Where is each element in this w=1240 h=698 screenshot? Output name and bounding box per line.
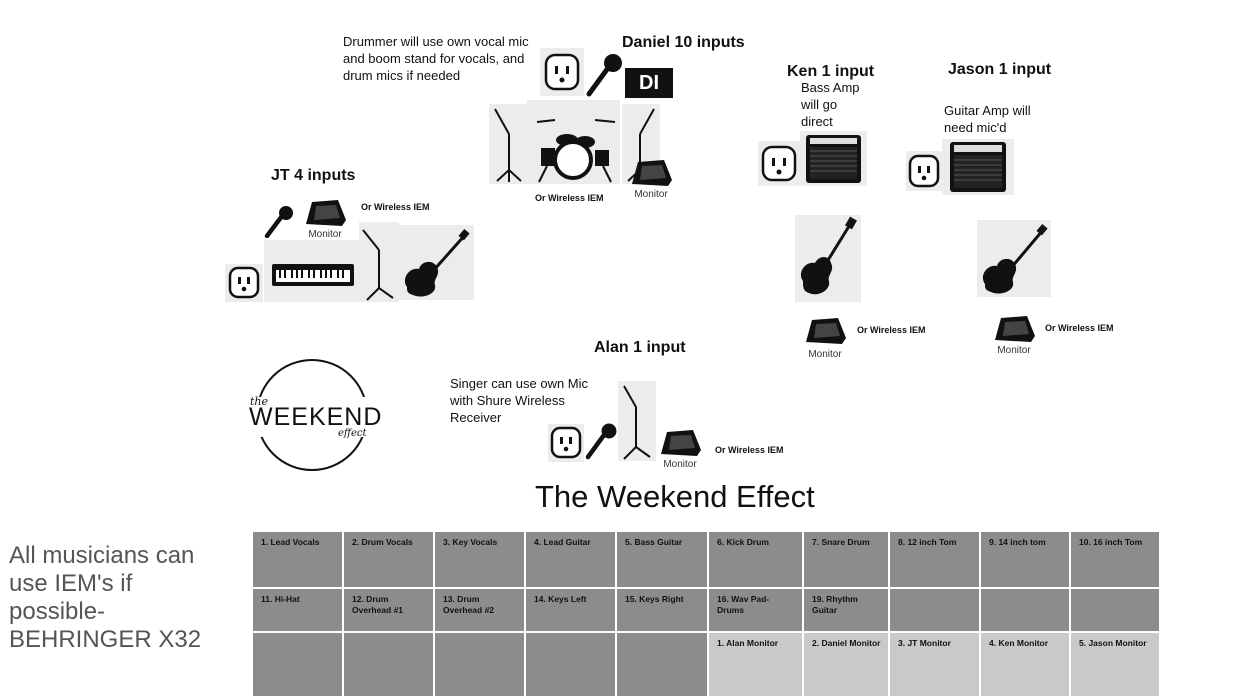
microphone-icon	[584, 52, 624, 97]
mic-stand-icon	[359, 222, 399, 302]
daniel-note: Drummer will use own vocal mic and boom …	[343, 34, 529, 83]
input-channel-cell	[1071, 589, 1161, 633]
monitor-label: Monitor	[808, 349, 842, 360]
bass-guitar-icon	[795, 215, 861, 302]
input-channel-cell: 2. Drum Vocals	[344, 532, 435, 589]
alan-title: Alan 1 input	[594, 339, 686, 356]
ken-iem-note: Or Wireless IEM	[857, 325, 926, 335]
jason-note: Guitar Amp will need mic'd	[944, 103, 1031, 135]
jt-title: JT 4 inputs	[271, 167, 356, 184]
logo-main-text: WEEKEND	[249, 403, 383, 431]
bass-amp-icon	[800, 131, 867, 186]
input-channel-cell: 12. Drum Overhead #1	[344, 589, 435, 633]
input-channel-cell: 7. Snare Drum	[804, 532, 890, 589]
outlet-icon	[540, 48, 584, 96]
side-note: All musicians can use IEM's if possible-…	[9, 542, 202, 653]
logo-top-text: the	[250, 395, 269, 408]
wedge-monitor-icon: Monitor	[302, 198, 348, 240]
input-channel-cell: 3. Key Vocals	[435, 532, 526, 589]
di-box-icon: DI	[625, 68, 673, 98]
input-channel-cell: 14. Keys Left	[526, 589, 617, 633]
monitor-label: Monitor	[634, 189, 668, 200]
input-channel-cell: 13. Drum Overhead #2	[435, 589, 526, 633]
outlet-icon	[225, 264, 263, 302]
electric-guitar-icon	[977, 220, 1051, 297]
logo-sub-text: effect	[338, 428, 367, 439]
monitor-label: Monitor	[997, 345, 1031, 356]
jason-iem-note: Or Wireless IEM	[1045, 323, 1114, 333]
outlet-icon	[548, 424, 584, 462]
input-channel-cell: 6. Kick Drum	[709, 532, 804, 589]
input-channel-cell: 8. 12 inch Tom	[890, 532, 981, 589]
empty-cell	[344, 633, 435, 698]
input-channel-cell: 1. Lead Vocals	[253, 532, 344, 589]
band-title: The Weekend Effect	[535, 479, 815, 514]
keyboard-icon	[264, 240, 359, 302]
input-channel-cell: 9. 14 inch tom	[981, 532, 1071, 589]
monitor-mix-cell: 5. Jason Monitor	[1071, 633, 1161, 698]
daniel-iem-note: Or Wireless IEM	[535, 193, 604, 203]
monitor-label: Monitor	[308, 229, 342, 240]
alan-iem-note: Or Wireless IEM	[715, 445, 784, 455]
ken-title: Ken 1 input	[787, 63, 875, 80]
electric-guitar-icon	[399, 225, 474, 300]
monitor-mix-cell: 3. JT Monitor	[890, 633, 981, 698]
monitor-mix-cell: 1. Alan Monitor	[709, 633, 804, 698]
input-channel-cell: 11. Hi-Hat	[253, 589, 344, 633]
empty-cell	[253, 633, 344, 698]
outlet-icon	[758, 141, 800, 186]
jason-title: Jason 1 input	[948, 61, 1052, 78]
wedge-monitor-icon: Monitor	[628, 158, 674, 200]
input-channel-cell	[890, 589, 981, 633]
drum-kit-icon	[527, 100, 620, 184]
input-channel-cell: 5. Bass Guitar	[617, 532, 709, 589]
daniel-title: Daniel 10 inputs	[622, 34, 745, 51]
band-logo: the WEEKEND effect	[246, 359, 383, 475]
guitar-amp-icon	[942, 139, 1014, 195]
input-channel-cell: 19. Rhythm Guitar	[804, 589, 890, 633]
input-channel-cell	[981, 589, 1071, 633]
outlet-icon	[906, 151, 942, 191]
input-channel-cell: 4. Lead Guitar	[526, 532, 617, 589]
mic-stand-icon	[489, 104, 527, 184]
wedge-monitor-icon: Monitor	[657, 428, 703, 470]
empty-cell	[435, 633, 526, 698]
mic-stand-icon	[618, 381, 656, 461]
monitor-mix-cell: 2. Daniel Monitor	[804, 633, 890, 698]
ken-note: Bass Amp will go direct	[801, 80, 860, 129]
empty-cell	[526, 633, 617, 698]
input-channel-cell: 10. 16 inch Tom	[1071, 532, 1161, 589]
wedge-monitor-icon: Monitor	[991, 314, 1037, 356]
empty-cell	[617, 633, 709, 698]
monitor-label: Monitor	[663, 459, 697, 470]
microphone-icon	[263, 204, 295, 238]
wedge-monitor-icon: Monitor	[802, 316, 848, 360]
microphone-icon	[584, 422, 618, 460]
input-channel-cell: 16. Wav Pad- Drums	[709, 589, 804, 633]
input-channel-cell: 15. Keys Right	[617, 589, 709, 633]
monitor-mix-cell: 4. Ken Monitor	[981, 633, 1071, 698]
channel-list-table: 1. Lead Vocals 2. Drum Vocals 3. Key Voc…	[253, 532, 1161, 698]
alan-note: Singer can use own Mic with Shure Wirele…	[450, 376, 589, 425]
jt-iem-note: Or Wireless IEM	[361, 202, 430, 212]
